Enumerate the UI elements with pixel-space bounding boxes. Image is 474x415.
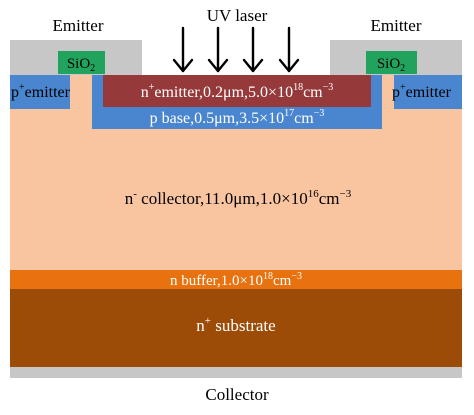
- n-buffer-label: n buffer,1.0×1018cm−3: [170, 271, 302, 289]
- n-collector-label: n- collector,11.0μm,1.0×1016cm−3: [125, 188, 352, 208]
- p-emitter-right-layer: [394, 75, 462, 109]
- n-emitter-label: n+emitter,0.2μm,5.0×1018cm−3: [141, 82, 334, 101]
- sio2-right-label: SiO2: [377, 56, 405, 74]
- emitter-left-label: Emitter: [53, 16, 104, 35]
- collector-contact: [10, 367, 462, 378]
- sio2-left-layer: [58, 51, 105, 74]
- n-substrate-label: n+ substrate: [196, 315, 275, 335]
- collector-label: Collector: [205, 385, 269, 404]
- n-substrate-layer: [10, 289, 462, 367]
- uv-laser-label: UV laser: [207, 6, 268, 25]
- uv-laser-arrows: [172, 26, 300, 73]
- uv-arrow-3-icon: [242, 26, 264, 73]
- emitter-right-label: Emitter: [371, 16, 422, 35]
- uv-arrow-4-icon: [278, 26, 300, 73]
- uv-arrow-2-icon: [207, 26, 229, 73]
- sio2-left-label: SiO2: [67, 56, 95, 74]
- p-emitter-right-label: p+emitter: [392, 82, 452, 101]
- sio2-right-layer: [366, 51, 417, 74]
- n-emitter-layer: [103, 75, 371, 107]
- p-emitter-left-layer: [10, 75, 70, 109]
- p-base-label: p base,0.5μm,3.5×1017cm−3: [150, 108, 325, 127]
- uv-arrow-1-icon: [172, 26, 194, 73]
- n-buffer-layer: [10, 270, 462, 289]
- p-emitter-left-label: p+emitter: [11, 82, 71, 101]
